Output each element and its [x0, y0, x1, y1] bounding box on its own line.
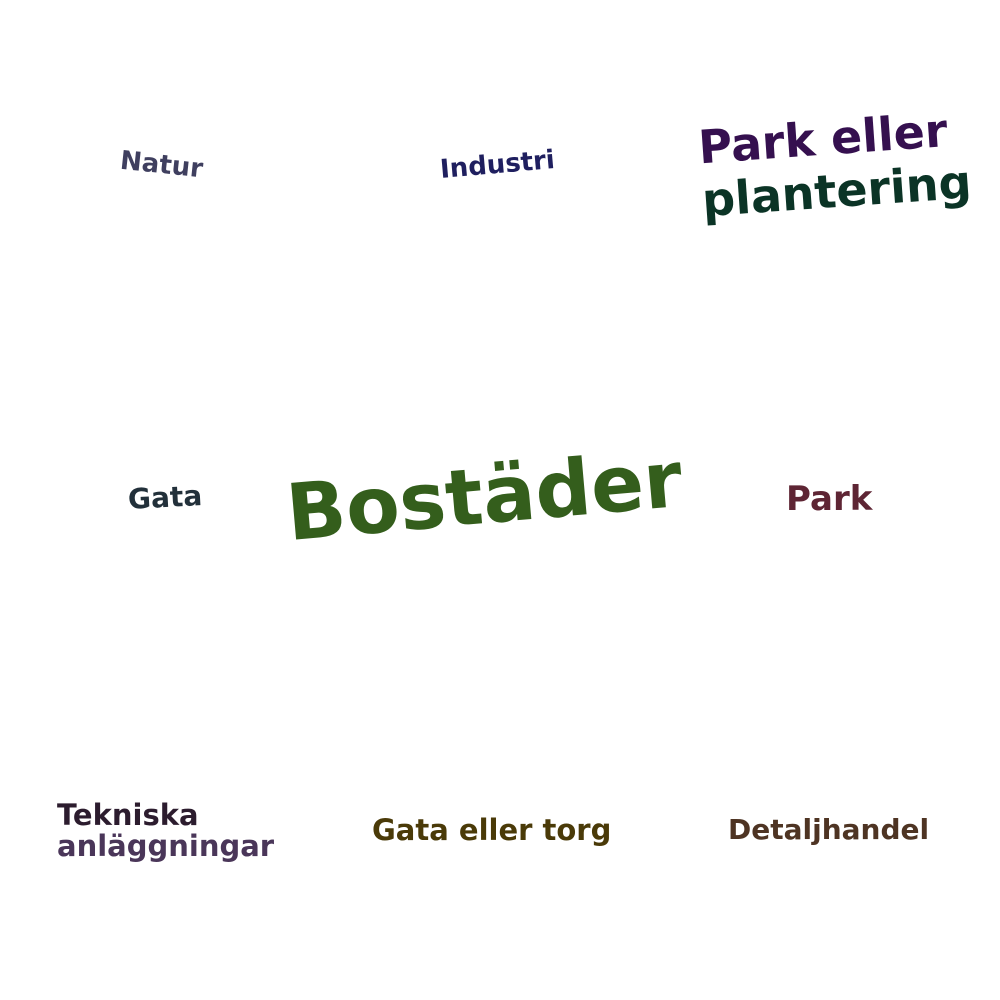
word-industri: Industri — [438, 145, 557, 185]
word-natur: Natur — [118, 145, 205, 185]
word-anlaggningar: anläggningar — [57, 829, 275, 864]
word-park-eller-plantering: Park eller plantering — [697, 103, 974, 227]
word-tekniska-anlaggningar: Tekniska anläggningar — [57, 798, 275, 864]
word-gata-eller-torg: Gata eller torg — [372, 813, 612, 847]
word-park: Park — [786, 479, 873, 519]
word-gata: Gata — [127, 479, 203, 516]
word-detaljhandel: Detaljhandel — [728, 813, 930, 846]
word-tekniska: Tekniska — [57, 798, 199, 832]
word-bostader: Bostäder — [282, 434, 686, 560]
